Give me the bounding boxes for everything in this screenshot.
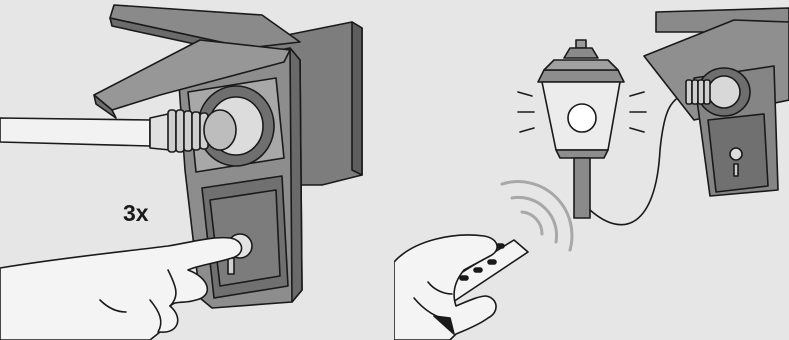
outdoor-socket-icon bbox=[644, 8, 789, 196]
signal-waves-icon bbox=[502, 182, 572, 250]
key-slot-icon bbox=[228, 258, 234, 274]
hand-icon bbox=[0, 238, 242, 340]
power-plug-icon bbox=[0, 110, 236, 152]
lantern-icon bbox=[518, 40, 646, 218]
hand-icon bbox=[394, 235, 497, 340]
power-plug-icon bbox=[686, 80, 710, 104]
remote-illustration bbox=[394, 0, 789, 340]
pairing-step-panel: 3x bbox=[0, 0, 394, 340]
pairing-illustration bbox=[0, 0, 394, 340]
remote-control-panel bbox=[394, 0, 789, 340]
press-count-label: 3x bbox=[123, 200, 149, 227]
